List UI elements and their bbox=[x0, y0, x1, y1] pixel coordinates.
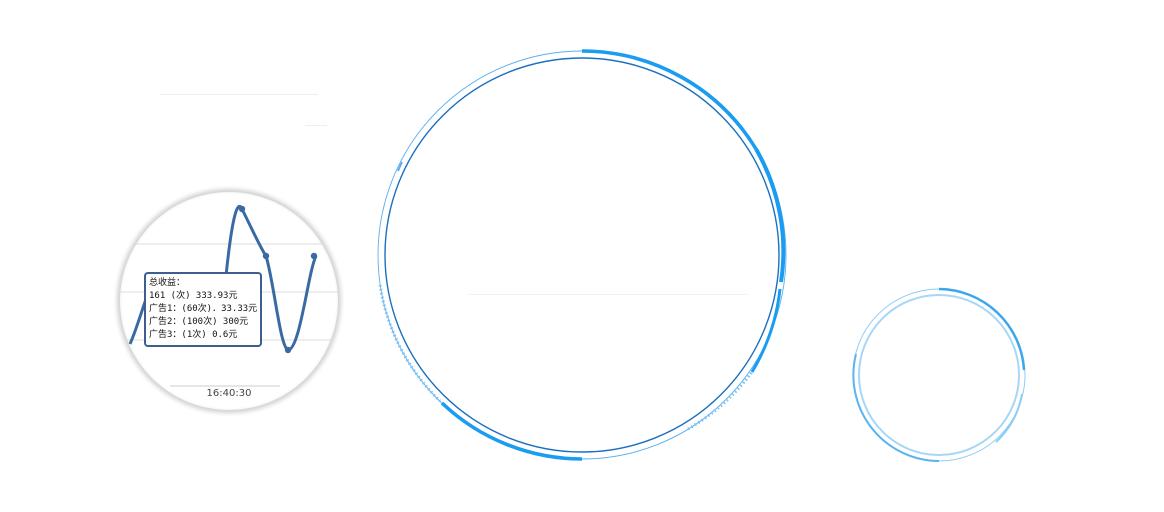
ring-ticks-left bbox=[378, 284, 442, 403]
small-ring-arc-top-right bbox=[938, 287, 1026, 371]
divider-line-short bbox=[305, 125, 327, 126]
small-ring-graphic bbox=[852, 287, 1026, 462]
tooltip-ad1: 广告1：(60次)．33.33元 bbox=[149, 304, 258, 314]
ring-mark-left bbox=[397, 161, 403, 172]
small-ring-arc-left bbox=[852, 353, 940, 462]
ring-arc-right bbox=[754, 148, 786, 283]
divider-line bbox=[160, 94, 318, 95]
tooltip-ad3: 广告3：(1次) 0.6元 bbox=[149, 330, 238, 340]
ring-arc-bottom-left bbox=[440, 401, 583, 461]
data-point[interactable] bbox=[262, 252, 270, 260]
tooltip-ad2: 广告2：(100次) 300元 bbox=[149, 317, 249, 327]
data-point[interactable] bbox=[238, 205, 246, 213]
ring-arc-right-lower bbox=[750, 288, 782, 373]
large-ring-graphic bbox=[377, 49, 787, 461]
tooltip-title: 总收益： bbox=[149, 278, 186, 288]
small-ring-arc-right bbox=[995, 393, 1023, 443]
data-point[interactable] bbox=[310, 252, 318, 260]
tooltip-total: 161 (次) 333.93元 bbox=[149, 291, 238, 301]
revenue-tooltip: 总收益： 161 (次) 333.93元 广告1：(60次)．33.33元 广告… bbox=[144, 272, 262, 347]
magnifier-lens: 总收益： 161 (次) 333.93元 广告1：(60次)．33.33元 广告… bbox=[120, 192, 338, 410]
small-ring-inner bbox=[858, 294, 1020, 456]
ring-arc-top-right bbox=[581, 49, 758, 150]
divider-line-center bbox=[468, 294, 748, 295]
ring-inner bbox=[384, 57, 780, 453]
x-axis-time-label: 16:40:30 bbox=[206, 388, 252, 399]
data-point[interactable] bbox=[284, 346, 292, 354]
ring-outer-thin bbox=[377, 50, 787, 460]
